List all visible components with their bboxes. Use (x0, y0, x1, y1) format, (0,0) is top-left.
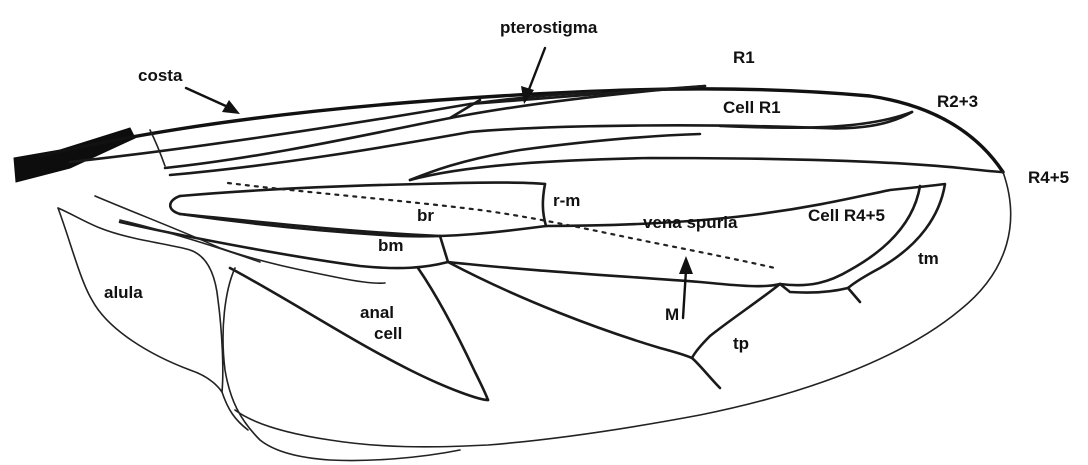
bm-upper-vein (180, 214, 440, 236)
r1-vein (165, 86, 705, 168)
m1-vein (546, 184, 945, 288)
label-tp: tp (733, 334, 749, 353)
m-arrow (679, 256, 693, 318)
r4-5-vein (410, 158, 1003, 180)
label-m: M (665, 305, 679, 324)
label-r1: R1 (733, 48, 755, 67)
label-r-m: r-m (553, 191, 580, 210)
br-base-loop (170, 196, 180, 214)
r2-3-vein (170, 112, 912, 175)
label-costa: costa (138, 66, 183, 85)
label-r4-5: R4+5 (1028, 168, 1069, 187)
subcosta-vein (70, 92, 600, 162)
label-r2-3: R2+3 (937, 92, 978, 111)
posterior-margin (235, 172, 1011, 447)
tm-crossvein (848, 288, 860, 302)
label-cell-r4-5: Cell R4+5 (808, 206, 885, 225)
squama-outline (223, 268, 460, 461)
bm-crossvein (440, 236, 448, 262)
label-br: br (417, 206, 434, 225)
rs-stem (180, 183, 545, 197)
alula-inner (222, 392, 248, 430)
label-anal: anal (360, 303, 394, 322)
label-cell: cell (374, 324, 402, 343)
label-tm: tm (918, 249, 939, 268)
label-vena-spuria: vena spuria (643, 213, 738, 232)
anal-vein (230, 268, 488, 400)
label-pterostigma: pterostigma (500, 18, 598, 37)
label-cell-r1: Cell R1 (723, 98, 781, 117)
wing-base (14, 128, 135, 182)
m-lower-vein (448, 262, 848, 293)
label-alula: alula (104, 283, 143, 302)
label-bm: bm (378, 236, 404, 255)
costa-vein (40, 89, 1003, 172)
br-lower-vein (180, 214, 546, 236)
cell-r4-5-closing (780, 186, 920, 285)
costa-arrow (186, 88, 240, 114)
humeral-crossvein (150, 130, 165, 166)
